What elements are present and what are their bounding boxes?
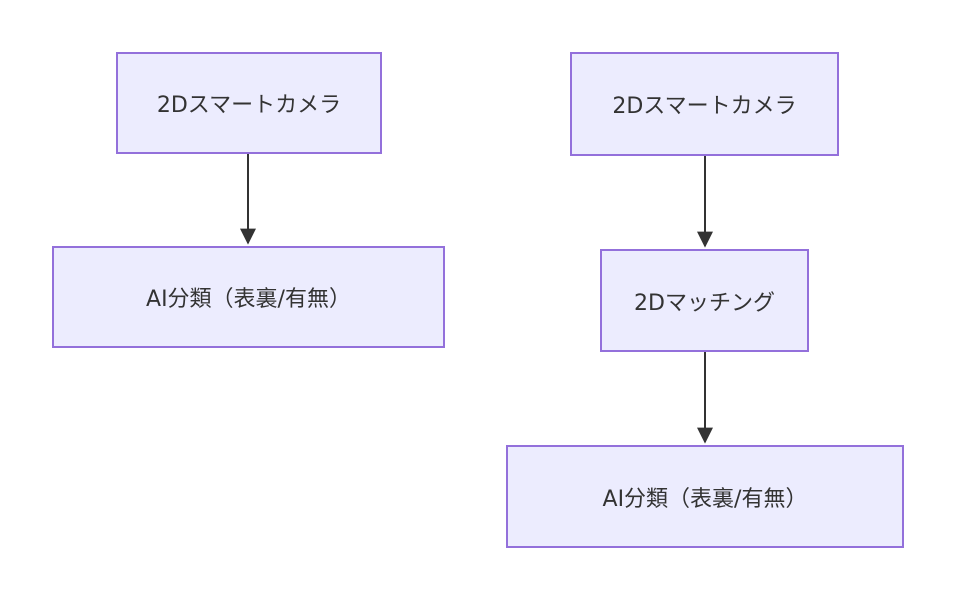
left-node-ai-classification: AI分類（表裏/有無） [52, 246, 445, 348]
node-label: AI分類（表裏/有無） [146, 287, 351, 312]
node-label: AI分類（表裏/有無） [602, 486, 808, 512]
right-node-2d-matching: 2Dマッチング [600, 249, 809, 352]
right-node-ai-classification: AI分類（表裏/有無） [506, 445, 904, 548]
node-label: 2Dマッチング [634, 290, 775, 316]
left-node-2d-smart-camera: 2Dスマートカメラ [116, 52, 382, 154]
right-node-2d-smart-camera: 2Dスマートカメラ [570, 52, 839, 156]
node-label: 2Dスマートカメラ [612, 94, 797, 119]
node-label: 2Dスマートカメラ [156, 93, 342, 118]
